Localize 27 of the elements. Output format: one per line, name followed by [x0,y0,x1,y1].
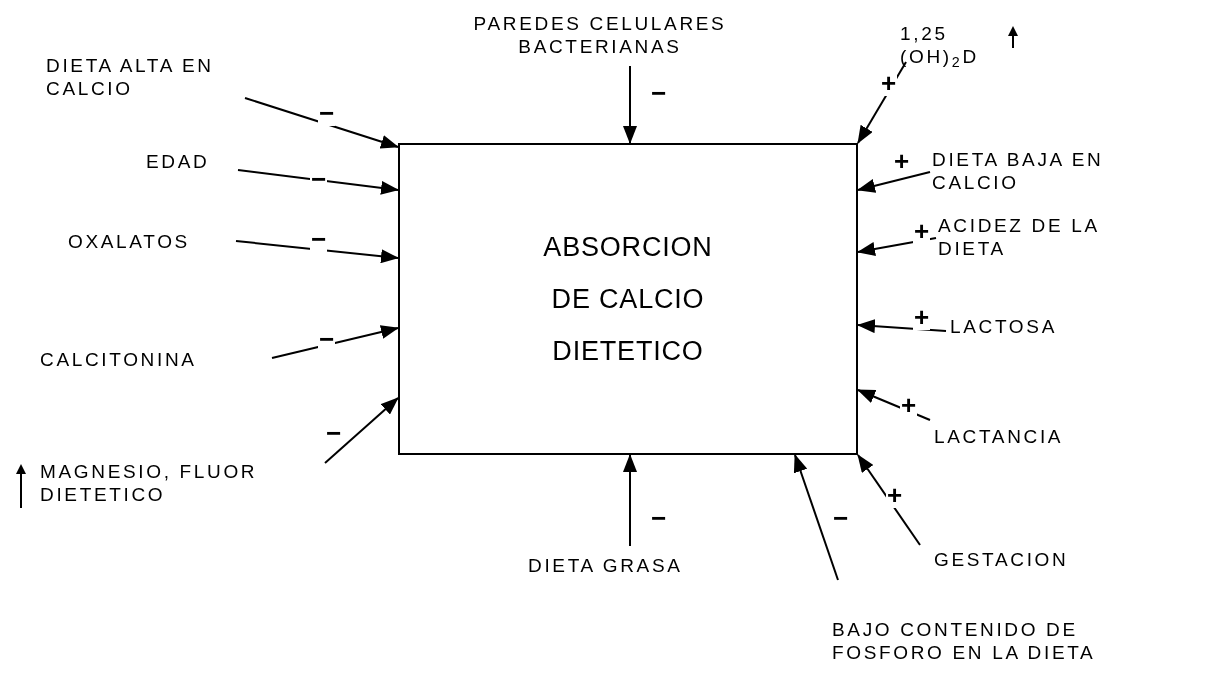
factor-label: 1,25 (OH)$_{2}$D [900,22,1020,68]
arrow [793,454,839,581]
arrow [623,65,637,144]
factor-label: OXALATOS [68,230,238,253]
factor-label: DIETA ALTA EN CALCIO [46,54,266,100]
arrow [857,171,931,193]
arrow [623,454,637,547]
factor-label: GESTACION [934,548,1104,571]
arrow [235,240,399,264]
arrow [271,325,399,359]
factor-label: ACIDEZ DE LA DIETA [938,214,1138,260]
process-box [398,143,858,455]
arrow [244,97,399,149]
factor-label: MAGNESIO, FLUOR DIETETICO [40,460,340,506]
factor-label: DIETA BAJA EN CALCIO [932,148,1132,194]
factor-label: DIETA GRASA [528,554,758,577]
arrow [237,169,399,195]
arrow [857,319,947,334]
factor-label: PAREDES CELULARES BACTERIANAS [440,12,760,58]
factor-label: BAJO CONTENIDO DE FOSFORO EN LA DIETA [832,618,1172,664]
arrow [857,454,921,546]
factor-label: CALCITONINA [40,348,270,371]
factor-label: LACTOSA [950,315,1070,338]
arrow [324,397,399,464]
factor-label: LACTANCIA [934,425,1094,448]
factor-label: EDAD [146,150,236,173]
box-title: ABSORCION DE CALCIO DIETETICO [542,231,714,368]
